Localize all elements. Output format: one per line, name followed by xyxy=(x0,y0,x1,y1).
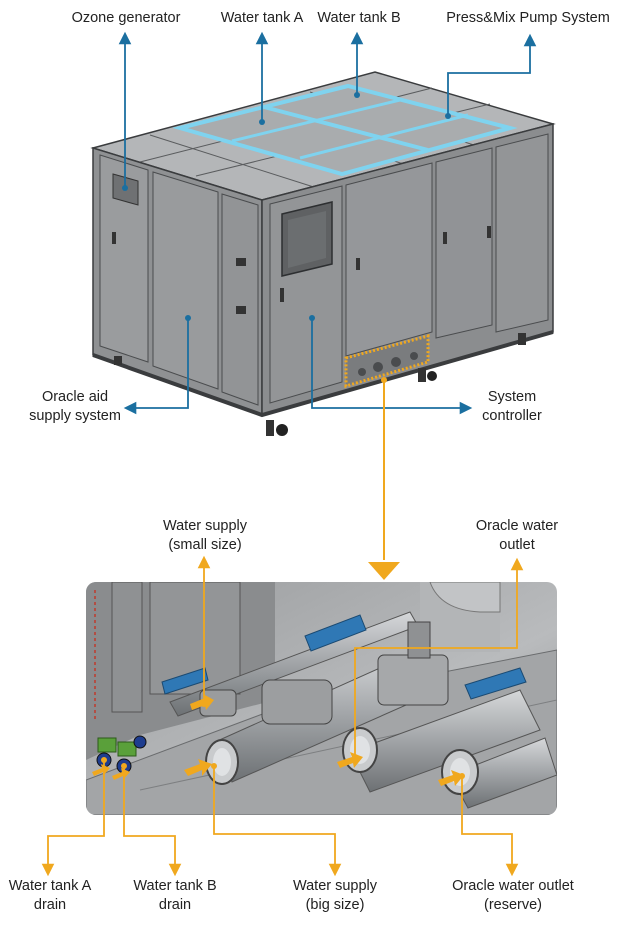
label-line: Water supply xyxy=(292,878,378,894)
callout-pump xyxy=(447,33,537,116)
label-line: System xyxy=(487,389,537,405)
detail-link-arrow xyxy=(368,377,400,580)
label-oracle-water-outlet: Oracle water outlet xyxy=(462,517,572,555)
label-water-supply-big: Water supply (big size) xyxy=(280,877,390,915)
label-line: (big size) xyxy=(305,897,365,913)
callout-system-controller xyxy=(311,318,473,415)
callout-oracle-outlet-reserve xyxy=(461,776,519,877)
callout-tank-b-drain xyxy=(123,766,182,877)
connection-port-highlight xyxy=(344,334,430,389)
label-line: Oracle aid xyxy=(41,389,109,405)
label-line: Water tank A xyxy=(8,878,92,894)
label-oracle-aid-supply: Oracle aid supply system xyxy=(20,388,130,426)
label-line: controller xyxy=(482,408,542,424)
label-water-tank-b: Water tank B xyxy=(317,10,401,26)
label-press-mix-pump: Press&Mix Pump System xyxy=(446,10,610,26)
label-water-tank-a: Water tank A xyxy=(220,10,304,26)
callout-oracle-water-outlet xyxy=(354,557,524,757)
enclosure-unit xyxy=(90,71,556,436)
callout-tank-a-drain xyxy=(41,760,105,877)
detail-photo xyxy=(86,582,557,815)
label-water-supply-small: Water supply (small size) xyxy=(150,517,260,555)
label-line: Oracle water outlet xyxy=(452,878,574,894)
label-ozone-generator: Ozone generator xyxy=(71,10,181,26)
label-oracle-outlet-reserve: Oracle water outlet (reserve) xyxy=(440,877,586,915)
label-line: Water supply xyxy=(162,518,248,534)
label-line: (small size) xyxy=(168,537,242,553)
callout-water-supply-big xyxy=(213,766,342,877)
top-callouts xyxy=(118,31,537,415)
label-tank-a-drain: Water tank A drain xyxy=(0,877,100,915)
callout-oracle-aid xyxy=(123,318,189,415)
label-system-controller: System controller xyxy=(468,388,556,426)
label-line: supply system xyxy=(29,408,121,424)
label-line: drain xyxy=(158,897,192,913)
label-line: drain xyxy=(33,897,67,913)
label-line: (reserve) xyxy=(483,897,542,913)
label-line: outlet xyxy=(499,537,535,553)
label-line: Water tank B xyxy=(133,878,217,894)
detail-callouts xyxy=(41,555,524,877)
label-line: Oracle water xyxy=(475,518,559,534)
label-tank-b-drain: Water tank B drain xyxy=(120,877,230,915)
